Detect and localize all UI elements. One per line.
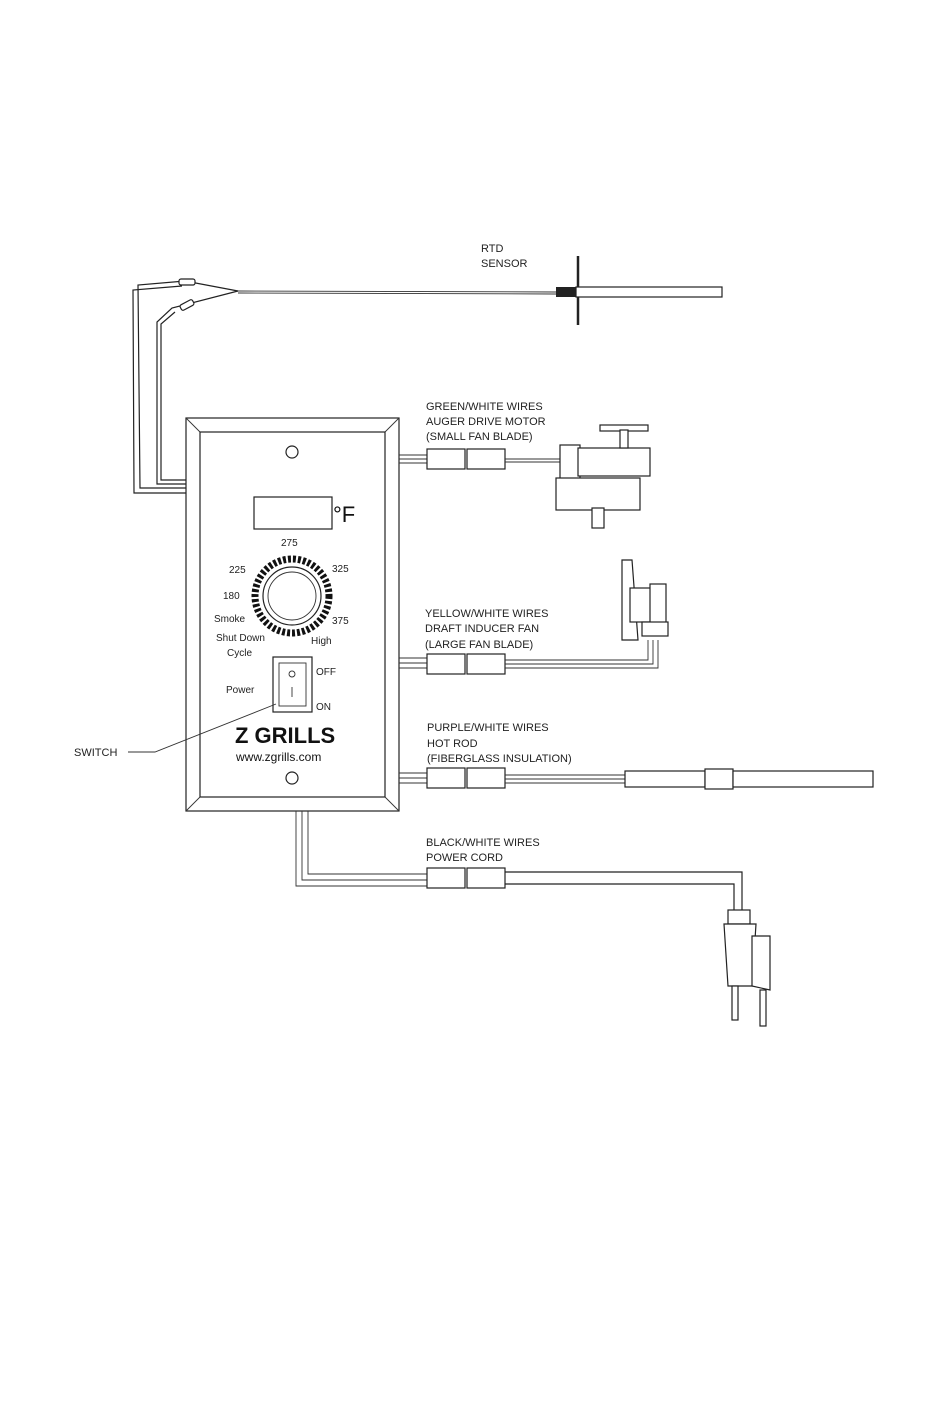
dial-label-high: High	[311, 636, 332, 647]
fan-label-line3: (LARGE FAN BLADE)	[425, 639, 533, 651]
power-plug	[724, 910, 770, 1026]
auger-motor	[556, 425, 650, 528]
power-label-line2: POWER CORD	[426, 852, 503, 864]
dial-label-180: 180	[223, 591, 240, 602]
auger-label-line2: AUGER DRIVE MOTOR	[426, 416, 546, 428]
dial-label-275: 275	[281, 538, 298, 549]
rtd-label-line2: SENSOR	[481, 258, 528, 270]
switch-label-off: OFF	[316, 667, 336, 678]
power-label-line1: BLACK/WHITE WIRES	[426, 837, 540, 849]
switch-callout-label: SWITCH	[74, 747, 117, 759]
hotrod-label-line2: HOT ROD	[427, 738, 478, 750]
power-cord	[296, 811, 742, 912]
temperature-display	[254, 497, 332, 529]
temperature-dial[interactable]	[255, 559, 329, 633]
brand-url: www.zgrills.com	[235, 750, 321, 764]
hotrod-label-line3: (FIBERGLASS INSULATION)	[427, 753, 572, 765]
auger-label-line1: GREEN/WHITE WIRES	[426, 401, 543, 413]
hot-rod	[625, 769, 873, 789]
hotrod-label-line1: PURPLE/WHITE WIRES	[427, 722, 549, 734]
switch-label-power: Power	[226, 685, 255, 696]
auger-label-line3: (SMALL FAN BLADE)	[426, 431, 533, 443]
dial-label-shutdown: Shut Down	[216, 633, 265, 644]
auger-connection	[399, 449, 560, 469]
fan-label-line1: YELLOW/WHITE WIRES	[425, 608, 548, 620]
brand-logo-text: Z GRILLS	[235, 723, 335, 748]
hotrod-connection	[399, 768, 625, 788]
rtd-label-line1: RTD	[481, 243, 503, 255]
dial-label-375: 375	[332, 616, 349, 627]
fan-label-line2: DRAFT INDUCER FAN	[425, 623, 539, 635]
dial-label-325: 325	[332, 564, 349, 575]
dial-label-smoke: Smoke	[214, 614, 246, 625]
dial-label-225: 225	[229, 565, 246, 576]
temperature-unit: °F	[333, 502, 355, 527]
dial-label-cycle: Cycle	[227, 648, 252, 659]
draft-fan	[622, 560, 668, 640]
switch-label-on: ON	[316, 702, 331, 713]
power-switch[interactable]	[273, 657, 312, 712]
